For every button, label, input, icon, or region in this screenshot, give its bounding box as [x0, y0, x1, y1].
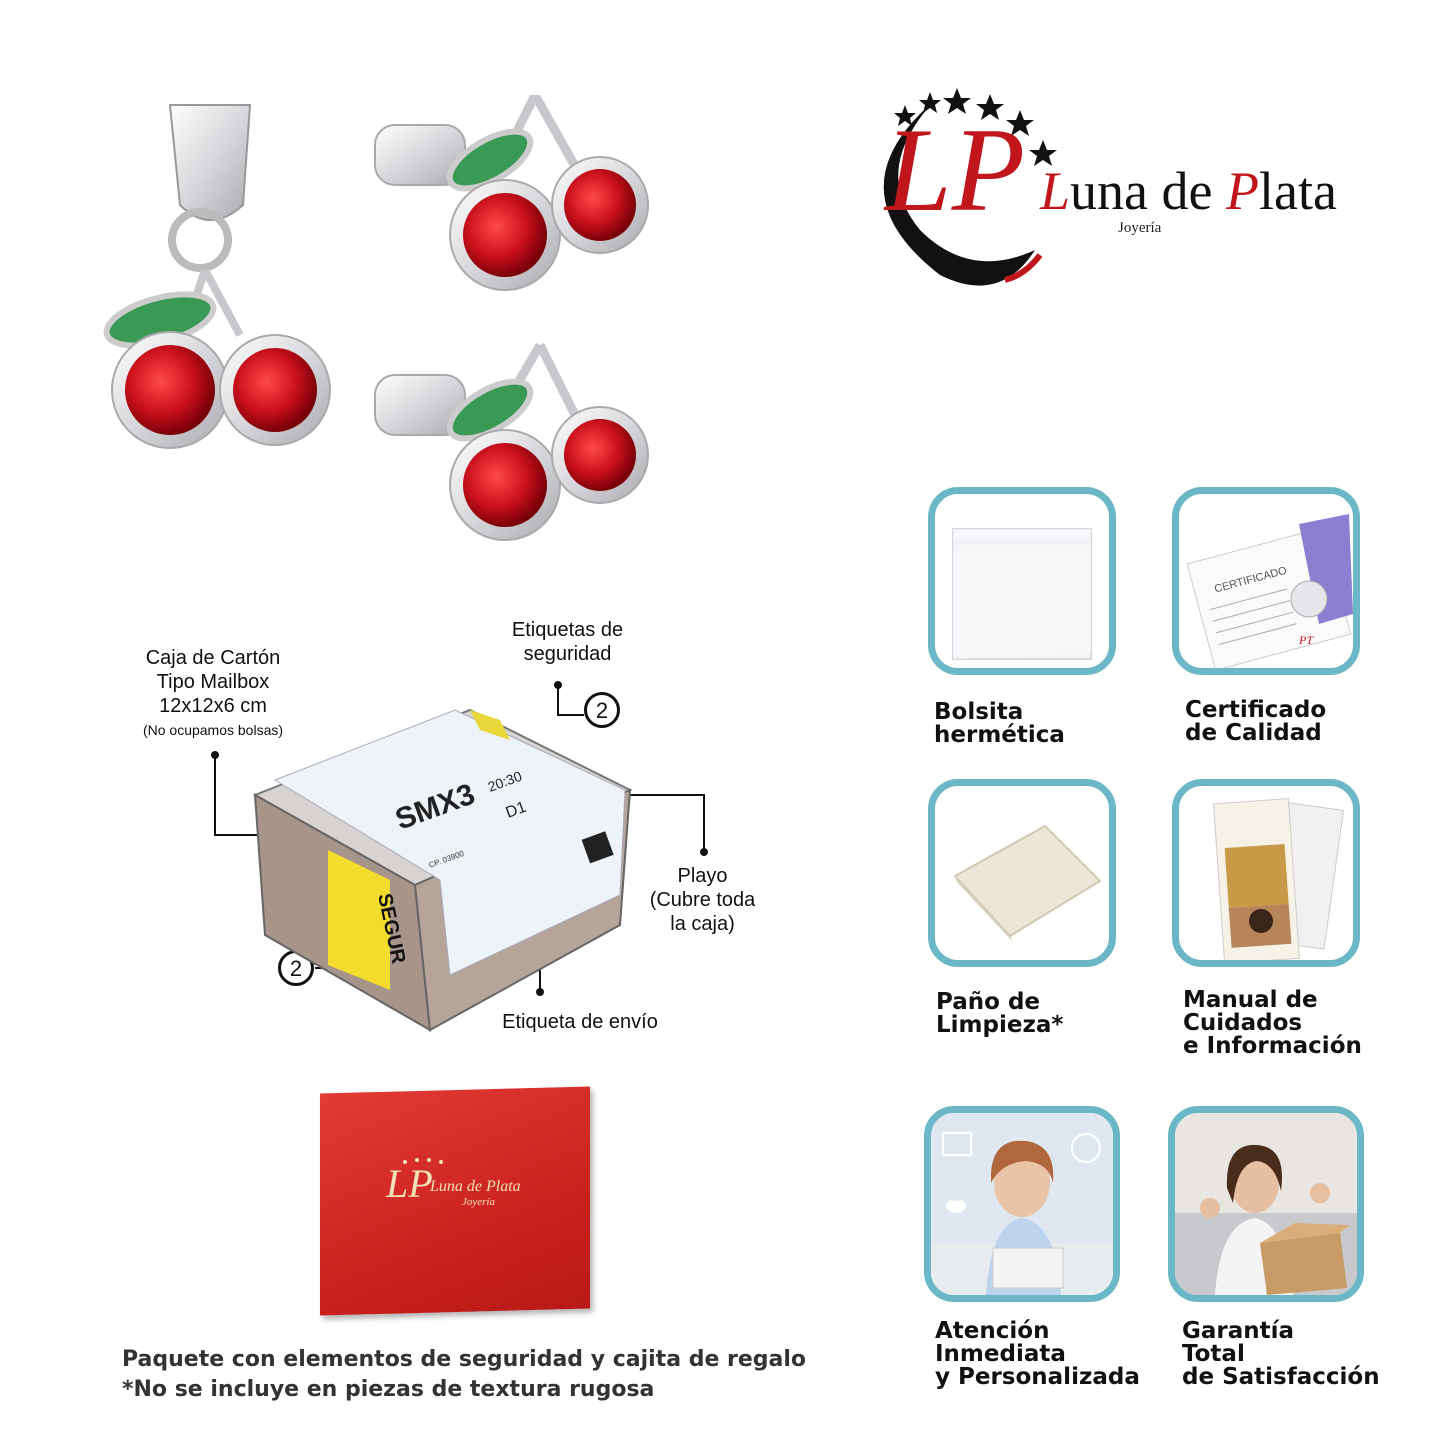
brand-name: Luna de Plata — [1040, 161, 1337, 221]
feature-card-guarantee — [1168, 1106, 1364, 1302]
cherry-earring-bottom — [374, 342, 649, 541]
feature-card-bag — [928, 487, 1116, 675]
brand-subtitle: Joyería — [1118, 220, 1162, 236]
shipping-box-illustration: SMX3 20:30 D1 CP. 03900 SEGUR — [211, 681, 708, 1032]
feature-label-bag: Bolsita hermética — [934, 699, 1065, 748]
count-badge-top: 2 — [584, 692, 620, 728]
footer-line-1: Paquete con elementos de seguridad y caj… — [122, 1347, 807, 1372]
feature-card-support — [924, 1106, 1120, 1302]
moon-stars-icon — [883, 88, 1057, 286]
cherry-earring-top — [374, 95, 649, 291]
feature-label-guarantee: Garantía Total de Satisfacción — [1182, 1318, 1380, 1390]
product-image — [103, 95, 649, 541]
gift-box: LP Luna de Plata Joyería — [312, 1086, 602, 1320]
gift-box-sub: Joyería — [462, 1196, 495, 1208]
satisfied-customer-icon — [1175, 1113, 1357, 1295]
gift-box-logo-monogram: LP — [386, 1161, 433, 1206]
feature-card-manual — [1172, 779, 1360, 967]
gift-box-brand: Luna de Plata — [430, 1178, 521, 1195]
feature-card-cloth — [928, 779, 1116, 967]
gift-box-stars-icon — [403, 1158, 443, 1164]
security-labels-label: Etiquetas de seguridad — [511, 619, 624, 665]
manual-brochure-icon — [1212, 798, 1345, 960]
cherry-pendant — [103, 104, 331, 449]
feature-label-cloth: Paño de Limpieza* — [936, 989, 1064, 1038]
certificate-icon: CERTIFICADO PT — [1186, 514, 1353, 668]
footer-line-2: *No se incluye en piezas de textura rugo… — [122, 1377, 655, 1402]
brand-logo: LP — [850, 80, 1390, 290]
feature-label-support: Atención Inmediata y Personalizada — [935, 1318, 1140, 1390]
zip-bag-icon — [952, 528, 1092, 660]
customer-support-icon — [931, 1113, 1113, 1295]
box-type-label: Caja de Cartón Tipo Mailbox 12x12x6 cm (… — [142, 647, 284, 738]
certificate-mark: PT — [1298, 633, 1314, 647]
feature-label-manual: Manual de Cuidados e Información — [1183, 987, 1362, 1059]
shipping-label: Etiqueta de envío — [502, 1011, 658, 1033]
feature-card-certificate: CERTIFICADO PT — [1172, 487, 1360, 675]
footer-note: Paquete con elementos de seguridad y caj… — [122, 1345, 806, 1405]
logo-monogram: LP — [885, 103, 1026, 236]
cleaning-cloth-icon — [953, 824, 1102, 942]
feature-label-certificate: Certificado de Calidad — [1185, 697, 1327, 746]
wrap-label: Playo (Cubre toda la caja) — [649, 865, 756, 935]
sticker-d: D1 — [504, 799, 529, 822]
